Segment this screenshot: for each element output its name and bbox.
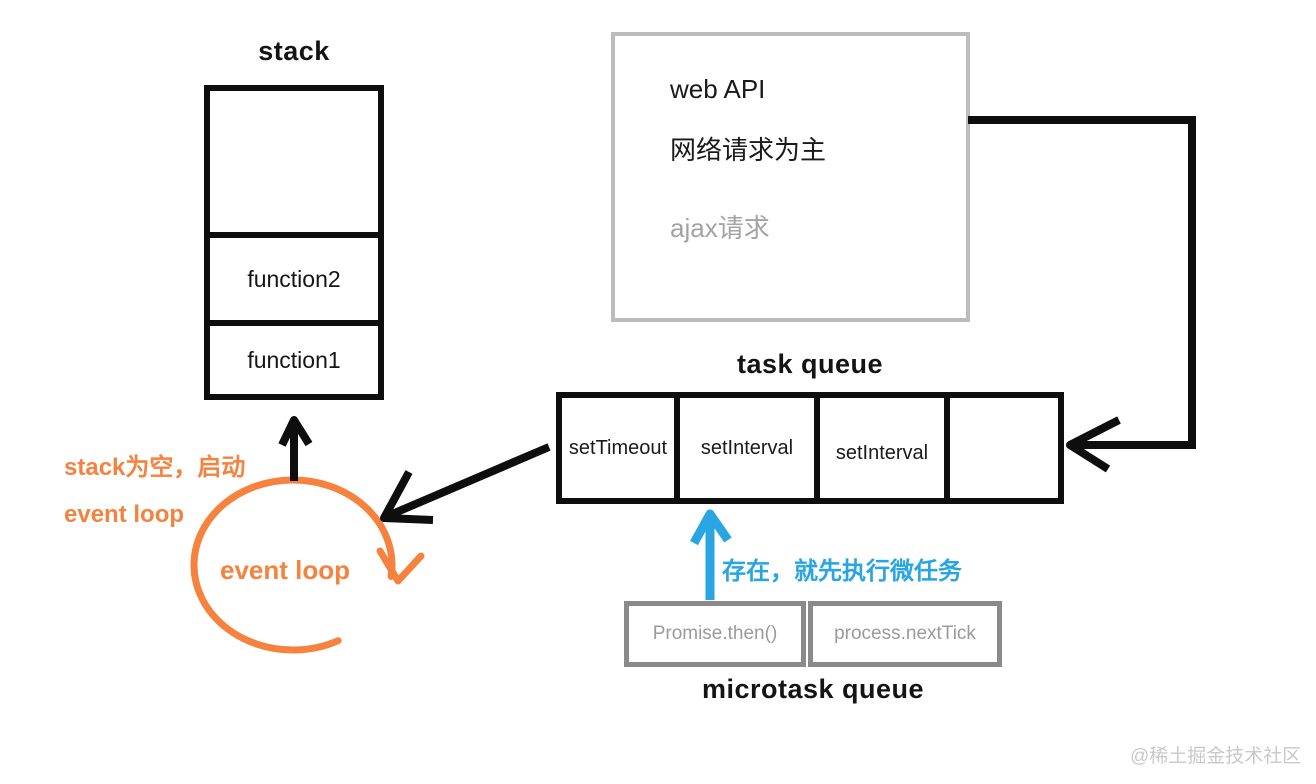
arrow-task-queue-to-circle <box>388 443 551 519</box>
event-loop-note-line2: event loop <box>64 501 185 528</box>
microtask-queue-title: microtask queue <box>701 674 925 704</box>
web-api-title: web API <box>670 74 766 104</box>
task-queue-cell-setinterval-1: setInterval <box>674 398 814 498</box>
watermark: @稀土掘金技术社区 <box>1130 746 1302 767</box>
stack-box: function2 function1 <box>204 85 384 400</box>
stack-cell-function1: function1 <box>210 320 378 394</box>
stack-cell-function2: function2 <box>210 232 378 320</box>
event-loop-note-line1: stack为空，启动 <box>64 454 246 481</box>
task-queue-cell-settimeout: setTimeout <box>568 436 668 459</box>
microtask-priority-note: 存在，就先执行微任务 <box>722 558 962 585</box>
event-loop-note: stack为空，启动 event loop <box>64 444 245 538</box>
microtask-cell-promise-then: Promise.then() <box>624 601 806 667</box>
arrow-circle-to-stack-head-icon <box>278 416 313 447</box>
web-api-subtitle: 网络请求为主 <box>670 135 827 165</box>
stack-cell-empty <box>210 91 378 232</box>
web-api-box: web API 网络请求为主 ajax请求 <box>611 32 970 322</box>
event-loop-rotation-arrowhead-icon <box>376 547 425 585</box>
microtask-cell-process-nexttick: process.nextTick <box>808 601 1002 667</box>
arrow-microtask-to-task-queue-head-icon <box>690 509 732 546</box>
arrow-task-queue-to-circle-head-icon <box>380 470 434 524</box>
web-api-ajax-label: ajax请求 <box>670 213 770 243</box>
arrow-web-api-to-task-queue-head-icon <box>1066 416 1121 473</box>
stack-title: stack <box>258 36 330 66</box>
task-queue-title: task queue <box>736 349 884 379</box>
task-queue-cell-setinterval-2: setInterval <box>814 398 944 498</box>
task-queue-cell-empty <box>944 398 1058 498</box>
event-loop-circle-label: event loop <box>220 555 351 585</box>
task-queue-box: setTimeout setInterval setInterval <box>556 392 1064 504</box>
microtask-queue-box: Promise.then() process.nextTick <box>624 601 1002 667</box>
